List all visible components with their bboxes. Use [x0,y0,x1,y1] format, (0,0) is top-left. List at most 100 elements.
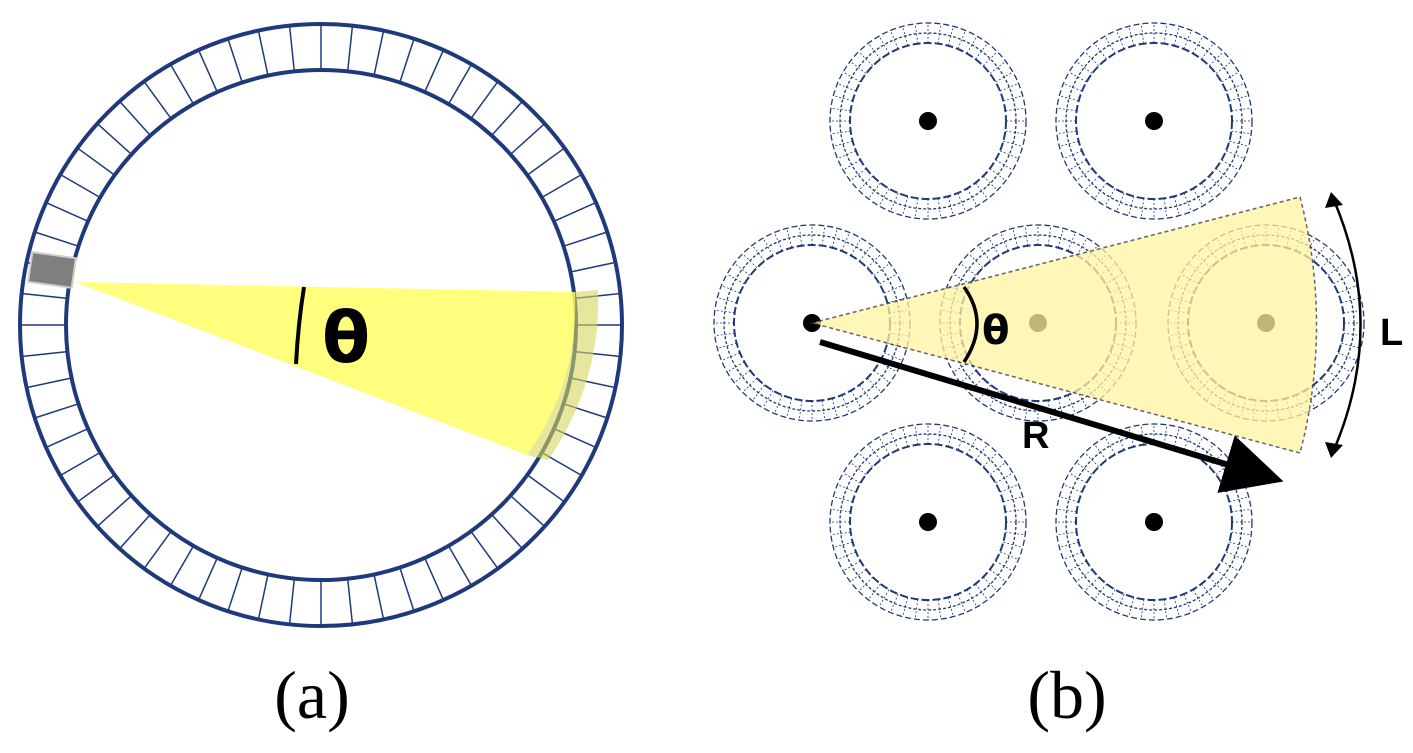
detector-ring-tick [914,198,919,219]
detector-ring-tick [914,424,919,445]
detector-ring-tick [868,583,881,600]
detector-ring-tick [1327,263,1344,276]
detector-ring-tick [1128,196,1135,216]
detector-ring-tick [833,95,853,102]
detector-ring-tick [1003,496,1023,503]
detector-ring-tick [1084,576,1100,592]
detector-ring-tick [937,198,942,219]
detector-ring-tick [989,168,1006,181]
detector-ring-tick [1059,541,1079,548]
detector-ring-tick [830,130,851,135]
detector-ring-tick [902,26,909,46]
detector-ring-tick [821,225,826,246]
detector-ring-tick [858,175,874,191]
detector-ring-tick [947,597,954,617]
ring-center-dot [1145,112,1163,130]
detector-ring-tick [752,384,765,401]
detector-ring-tick [833,140,853,147]
detector-ring-tick [1084,175,1100,191]
detector-ring-tick [1084,452,1100,468]
detector-ring-tick [982,175,998,191]
panel-a: θ (a) [18,22,624,733]
detector-ring-tick [833,496,853,503]
detector-ring-tick [1221,71,1240,83]
detector-ring-tick [989,61,1006,74]
detector-ring-tick [966,35,978,54]
detector-ring-tick [902,196,909,216]
detector-ring-tick [982,452,998,468]
detector-ring-tick [1068,71,1087,83]
detector-ring-tick [837,150,857,159]
detector-ring-tick [1192,589,1204,608]
detector-ring-tick [1059,95,1079,102]
detector-ring [829,423,1027,621]
detector-ring-tick [1201,43,1214,60]
detector-ring-tick [1173,196,1180,216]
detector-ring-tick [831,398,838,418]
detector-ring-tick [975,182,988,199]
detector-ring-tick [1320,253,1336,269]
detector-ring-tick [914,23,919,44]
detector-ring-tick [1327,370,1344,383]
theta-label-b: θ [982,308,1009,354]
detector-ring-tick [982,576,998,592]
detector-ring-tick [1116,593,1125,613]
detector-ring-tick [1231,130,1252,135]
detector-ring-tick [1076,390,1088,409]
detector-ring-tick [1183,593,1192,613]
detector-ring-tick [868,182,881,199]
detector-ring-tick [1003,140,1023,147]
detector-ring-tick [1215,61,1232,74]
detector-ring-tick [995,560,1014,572]
detector-ring-tick [868,43,881,60]
detector-ring-tick [1192,188,1204,207]
detector-ring-tick [1173,26,1180,46]
detector-ring-tick [1225,150,1245,159]
ring-a-divider [227,38,243,83]
detector-ring-tick [1229,496,1249,503]
ring-a-divider [447,545,473,587]
ring-a-divider [470,530,499,569]
detector-ring-tick [858,452,874,468]
detector-ring-tick [1063,484,1083,493]
ring-a-divider [373,30,385,76]
detector-ring-tick [937,599,942,620]
detector-ring-tick [989,462,1006,475]
detector-ring-tick [947,427,954,447]
detector-ring-circle [1055,423,1253,621]
detector-ring-tick [1231,107,1252,112]
detector-ring-tick [890,192,899,212]
detector-ring-tick [1229,95,1249,102]
detector-ring-tick [1005,107,1026,112]
ring-a-divider [491,100,523,136]
ring-a-divider [197,557,218,601]
detector-ring-tick [774,232,783,252]
arc-length-label: L [1380,312,1403,354]
detector-ring-tick [937,424,942,445]
detector-ring-tick [978,245,991,262]
ring-a-divider [96,123,132,155]
detector-ring-tick [866,377,882,393]
detector-ring-circle [1055,22,1253,220]
detector-ring-tick [878,35,890,54]
detector-ring-tick [878,188,890,207]
detector-ring-tick [1084,51,1100,67]
detector-ring-circle [829,22,1027,220]
detector-ring-tick [1104,188,1116,207]
detector-ring-tick [1173,597,1180,617]
detector-ring-tick [1056,508,1077,513]
detector-ring-tick [1341,342,1361,349]
ring-a-divider [257,30,269,76]
detector-ring-tick [879,361,898,373]
detector-ring-tick [890,593,899,613]
detector-ring-tick [937,23,942,44]
detector-ring-tick [988,390,1000,409]
detector-ring-tick [966,188,978,207]
detector-ring-tick [1208,576,1224,592]
fov-sector-b [809,196,1318,454]
detector-ring-tick [821,400,826,421]
detector-ring-tick [1140,599,1145,620]
detector-ring-tick [995,159,1014,171]
detector-ring-tick [866,253,882,269]
detector-ring-tick [1067,232,1076,252]
